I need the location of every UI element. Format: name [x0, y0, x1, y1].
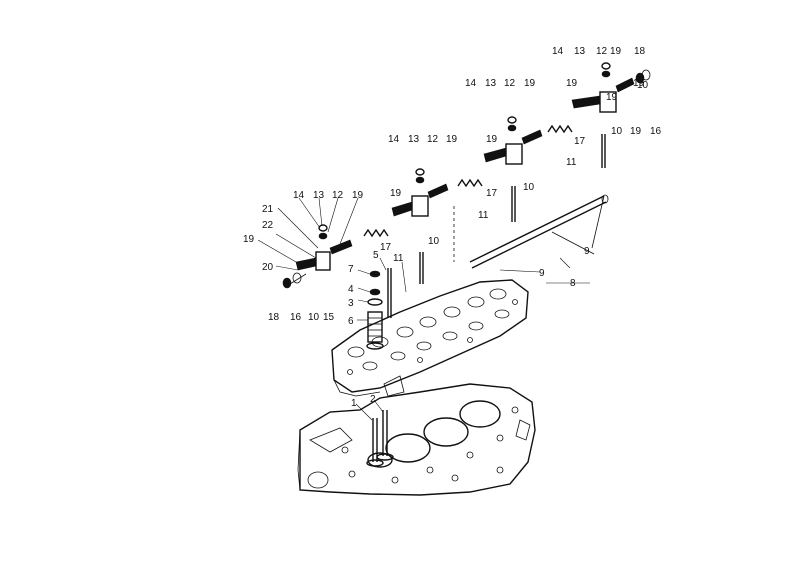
callout-p18a: 18	[268, 312, 280, 323]
callout-p19d: 19	[446, 134, 458, 145]
callout-p10b: 10	[428, 236, 440, 247]
rocker-assembly-2	[391, 168, 449, 217]
callout-p14d: 14	[552, 46, 564, 57]
cylinder-head	[331, 279, 529, 397]
rocker-assembly-3	[483, 116, 543, 165]
callout-p19k: 19	[606, 92, 618, 103]
callout-p19f: 19	[524, 78, 536, 89]
rocker-assembly-1	[282, 224, 353, 289]
callout-p11b: 11	[478, 210, 489, 221]
callout-p4: 4	[348, 284, 354, 295]
callout-p13b: 13	[408, 134, 420, 145]
callout-p20: 20	[262, 262, 274, 273]
callout-p5: 5	[373, 250, 379, 261]
callout-p17c: 17	[574, 136, 586, 147]
callout-p14a: 14	[293, 190, 305, 201]
callout-p19e: 19	[486, 134, 498, 145]
callout-p12a: 12	[332, 190, 344, 201]
callout-p10c: 10	[523, 182, 535, 193]
callout-p17b: 17	[486, 188, 498, 199]
callout-p10a: 10	[308, 312, 320, 323]
engine-block	[297, 383, 536, 496]
spring-17-b	[457, 178, 483, 188]
callout-p13d: 13	[574, 46, 586, 57]
callout-p14c: 14	[465, 78, 477, 89]
callout-p16a: 16	[290, 312, 302, 323]
callout-p15: 15	[323, 312, 335, 323]
push-rods	[419, 134, 606, 284]
callout-p19b: 19	[352, 190, 364, 201]
callout-p18b: 18	[634, 46, 646, 57]
spring-17-a	[363, 228, 389, 238]
callout-p11a: 11	[393, 253, 404, 264]
callout-p13c: 13	[485, 78, 497, 89]
callout-p1: 1	[351, 398, 357, 409]
callout-p11c: 11	[566, 157, 577, 168]
callout-p13a: 13	[313, 190, 325, 201]
callout-p9a: 9	[539, 268, 545, 279]
callout-p19g: 19	[566, 78, 578, 89]
callout-p12c: 12	[504, 78, 516, 89]
rocker-assembly-4	[571, 62, 651, 113]
callout-p22: 22	[262, 220, 274, 231]
callout-p12d: 12	[596, 46, 608, 57]
callout-p19i: 19	[630, 126, 642, 137]
callout-p12b: 12	[427, 134, 439, 145]
callout-p19a: 19	[243, 234, 255, 245]
spring-17-c	[547, 124, 573, 134]
callout-p7: 7	[348, 264, 354, 275]
rocker-shaft	[469, 194, 609, 269]
callout-p17a: 17	[380, 242, 392, 253]
leader-lines	[257, 197, 590, 421]
callout-p19h: 19	[610, 46, 622, 57]
callout-p2: 2	[370, 394, 376, 405]
callout-p19c: 19	[390, 188, 402, 199]
callout-p6: 6	[348, 316, 354, 327]
callout-p19j: 19	[633, 78, 645, 89]
callout-p10e: 10	[637, 80, 649, 91]
callout-p9b: 9	[584, 246, 590, 257]
callout-p8: 8	[570, 278, 576, 289]
callout-p21: 21	[262, 204, 274, 215]
callout-p16b: 16	[650, 126, 662, 137]
callout-p10d: 10	[611, 126, 623, 137]
callout-p3: 3	[348, 298, 354, 309]
callout-p14b: 14	[388, 134, 400, 145]
valves	[366, 410, 394, 467]
